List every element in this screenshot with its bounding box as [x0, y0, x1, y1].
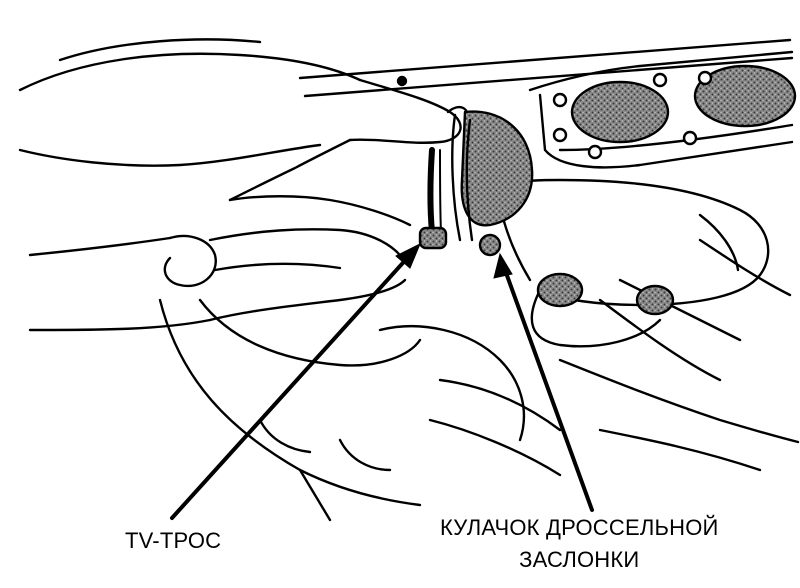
upper-hand [18, 38, 470, 202]
tv-cable-label: TV-ТРОС [125, 528, 222, 553]
throttle-body [468, 178, 770, 348]
cylinder-head [298, 38, 797, 169]
throttle-cam-label-line2: ЗАСЛОНКИ [519, 547, 640, 572]
throttle-cam [451, 110, 534, 257]
engine-block [158, 238, 800, 522]
throttle-cam-arrowhead [493, 252, 513, 279]
throttle-cam-label-line1: КУЛАЧОК ДРОССЕЛЬНОЙ [440, 515, 719, 540]
tv-cable-arrowhead [395, 242, 421, 269]
throttle-cam-arrow [503, 268, 594, 512]
tv-cable-arrow [170, 253, 412, 520]
lower-hand [28, 195, 422, 367]
callout-arrows [170, 242, 594, 520]
tv-cable [418, 147, 448, 250]
throttle-cam-label: КУЛАЧОК ДРОССЕЛЬНОЙ ЗАСЛОНКИ [440, 512, 719, 576]
